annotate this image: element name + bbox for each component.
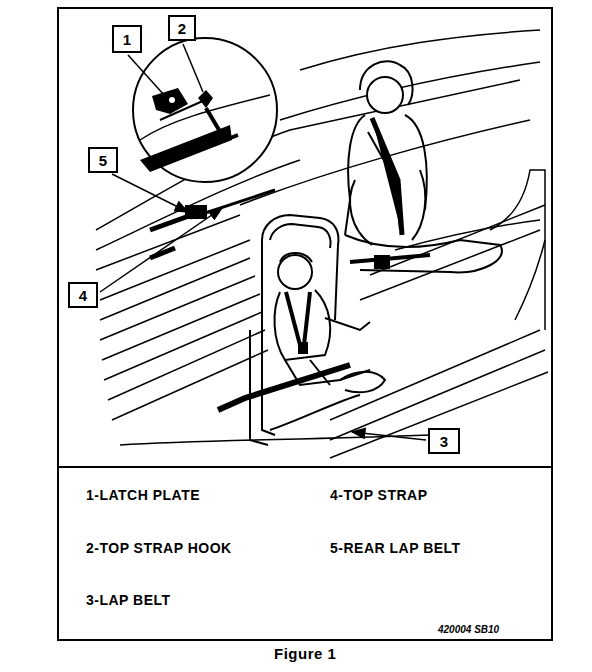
- child-seat: [250, 215, 385, 445]
- lap-belt: [218, 365, 350, 410]
- leader-line: [112, 174, 188, 212]
- leader-line: [128, 55, 165, 96]
- figure-frame: [58, 8, 552, 640]
- woman-belt: [350, 118, 430, 269]
- legend-entry: 2-TOP STRAP HOOK: [86, 540, 232, 556]
- callout-number-box: 4: [68, 282, 98, 308]
- callout-number-box: 1: [112, 25, 142, 53]
- leader-line: [352, 432, 426, 440]
- legend-entry: 4-TOP STRAP: [330, 487, 428, 503]
- callout-number: 2: [178, 21, 186, 36]
- legend-entry: 1-LATCH PLATE: [86, 487, 200, 503]
- callout-number-box: 5: [88, 147, 118, 173]
- legend-entry: 3-LAP BELT: [86, 592, 171, 608]
- leader-line: [183, 44, 203, 92]
- figure-code: 420004 SB10: [438, 624, 499, 635]
- woman-passenger: [345, 61, 502, 272]
- car-interior: [96, 30, 548, 458]
- callout-number: 1: [123, 32, 131, 47]
- inset-detail: [133, 38, 277, 182]
- callout-number: 4: [79, 288, 87, 303]
- callout-number: 5: [99, 153, 107, 168]
- child-harness: [286, 292, 310, 354]
- callout-number-box: 3: [428, 428, 460, 454]
- belts: [150, 190, 275, 258]
- leader-line: [100, 208, 222, 292]
- leader-lines: [100, 44, 426, 440]
- callout-number: 3: [440, 434, 448, 449]
- callout-number-box: 2: [168, 15, 196, 41]
- divider-line: [58, 466, 552, 468]
- legend-entry: 5-REAR LAP BELT: [330, 540, 461, 556]
- figure-caption: Figure 1: [274, 645, 336, 662]
